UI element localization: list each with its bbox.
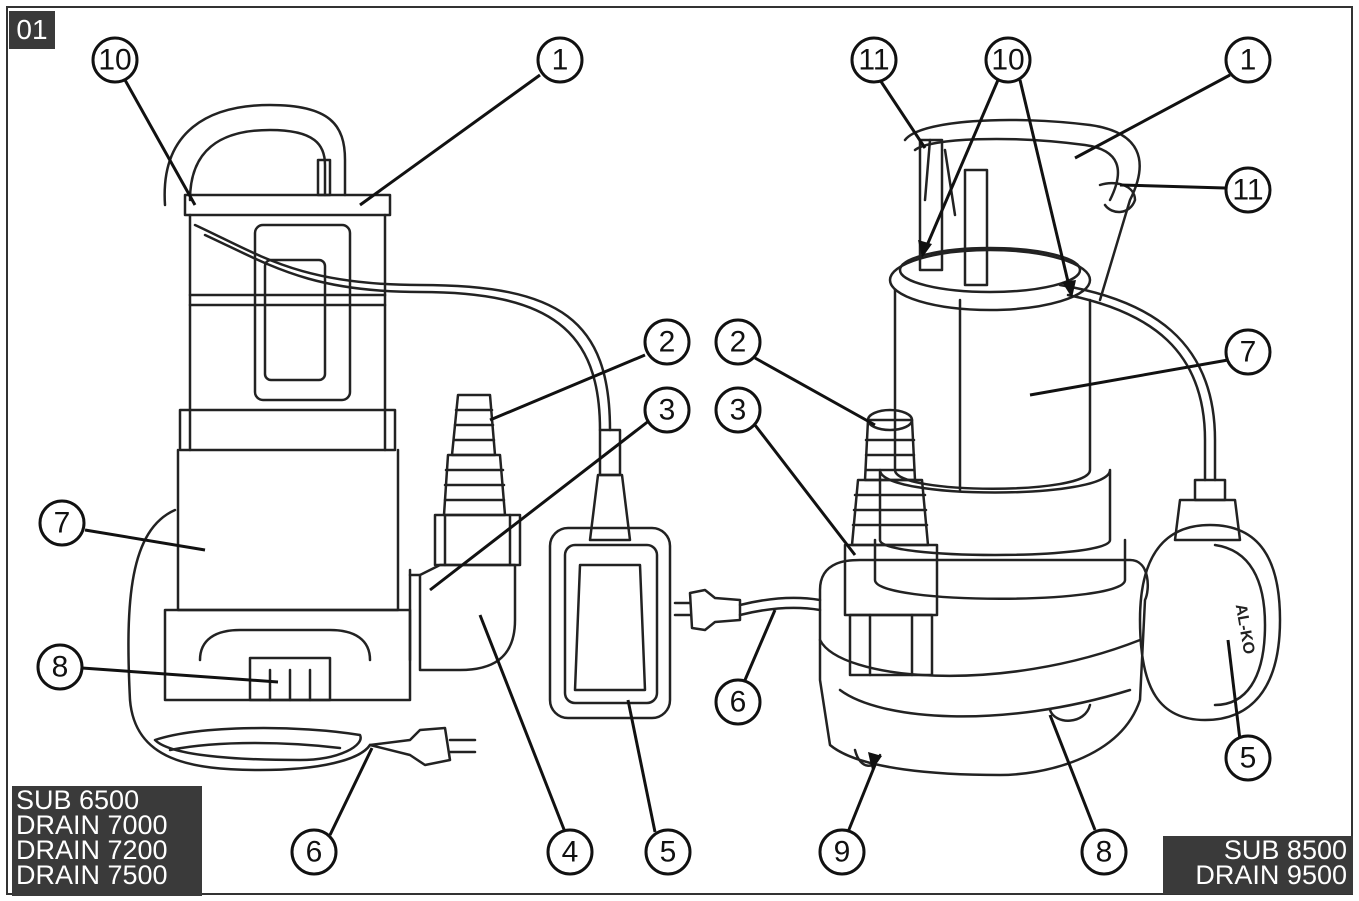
svg-text:7: 7 <box>54 507 71 540</box>
left-float-cable <box>193 223 612 432</box>
float-brand-label: AL-KO <box>1232 603 1258 656</box>
svg-text:1: 1 <box>552 44 569 77</box>
callout-right-2: 2 <box>714 318 762 366</box>
left-pump-lower-body <box>176 448 400 612</box>
right-thread-adapter <box>843 543 939 617</box>
svg-text:6: 6 <box>730 686 747 719</box>
svg-text:2: 2 <box>659 326 676 359</box>
left-union-nut <box>433 513 522 567</box>
right-pump-base <box>818 558 1149 777</box>
callout-right-11-top: 11 <box>850 36 898 84</box>
callout-right-10: 10 <box>984 36 1032 84</box>
callout-right-3: 3 <box>714 386 762 434</box>
right-pump-intake <box>1048 703 1092 722</box>
left-pump <box>127 103 672 772</box>
right-model-list: SUB 8500 DRAIN 9500 <box>1163 836 1353 894</box>
right-float-cable <box>1058 283 1217 482</box>
figure-number-tag: 01 <box>9 11 55 49</box>
svg-text:11: 11 <box>858 44 889 77</box>
left-pump-cable-coil <box>127 508 372 772</box>
right-power-cable <box>738 596 822 607</box>
callout-left-1: 1 <box>536 36 584 84</box>
callout-right-6: 6 <box>714 678 762 726</box>
callout-left-6: 6 <box>290 828 338 876</box>
callout-right-1: 1 <box>1224 36 1272 84</box>
svg-text:6: 6 <box>306 836 323 869</box>
left-pump-window <box>253 223 352 402</box>
svg-text:10: 10 <box>98 44 131 77</box>
svg-text:5: 5 <box>660 836 677 869</box>
svg-text:5: 5 <box>1240 742 1257 775</box>
callout-left-7: 7 <box>38 499 86 547</box>
figure-frame <box>6 6 1353 895</box>
right-model-name: DRAIN 9500 <box>1195 860 1347 890</box>
left-model-name: DRAIN 7200 <box>16 835 168 865</box>
right-pump <box>673 118 1282 777</box>
svg-text:9: 9 <box>834 836 851 869</box>
svg-text:2: 2 <box>730 326 747 359</box>
left-pump-upper-body <box>188 213 387 452</box>
right-float-switch <box>1138 523 1282 722</box>
callout-right-11-side: 11 <box>1224 166 1272 214</box>
right-power-plug <box>688 588 742 632</box>
left-model-name: SUB 6500 <box>16 785 140 815</box>
callout-right-9: 9 <box>818 828 866 876</box>
left-pump-handle <box>163 103 347 207</box>
leader-lines <box>81 73 1242 836</box>
callout-left-8: 8 <box>36 643 84 691</box>
right-model-name: SUB 8500 <box>1223 835 1347 865</box>
callout-left-10: 10 <box>91 36 139 84</box>
svg-text:7: 7 <box>1240 336 1257 369</box>
left-float-switch <box>548 526 672 720</box>
right-pump-handle <box>903 118 1141 302</box>
callout-left-4: 4 <box>546 828 594 876</box>
svg-text:10: 10 <box>991 44 1024 77</box>
svg-text:3: 3 <box>730 394 747 427</box>
left-elbow-adapter <box>418 563 517 672</box>
left-model-list: SUB 6500 DRAIN 7000 DRAIN 7200 DRAIN 750… <box>12 786 202 896</box>
svg-text:8: 8 <box>52 651 69 684</box>
left-model-name: DRAIN 7000 <box>16 810 168 840</box>
callout-left-5: 5 <box>644 828 692 876</box>
callout-left-2: 2 <box>643 318 691 366</box>
callout-right-7: 7 <box>1224 328 1272 376</box>
left-power-plug <box>368 726 452 767</box>
svg-text:8: 8 <box>1096 836 1113 869</box>
callouts: 10 1 2 3 7 8 6 4 <box>36 36 1272 876</box>
left-model-name: DRAIN 7500 <box>16 860 168 890</box>
right-pump-top-ring <box>888 248 1092 312</box>
callout-right-8: 8 <box>1080 828 1128 876</box>
svg-text:11: 11 <box>1232 174 1263 207</box>
svg-text:1: 1 <box>1240 44 1257 77</box>
callout-right-5: 5 <box>1224 734 1272 782</box>
svg-text:4: 4 <box>562 836 579 869</box>
left-pump-base <box>163 608 412 702</box>
svg-text:3: 3 <box>659 394 676 427</box>
callout-left-3: 3 <box>643 386 691 434</box>
right-pump-motor-housing <box>893 288 1092 490</box>
left-pump-top-cap <box>183 193 392 217</box>
